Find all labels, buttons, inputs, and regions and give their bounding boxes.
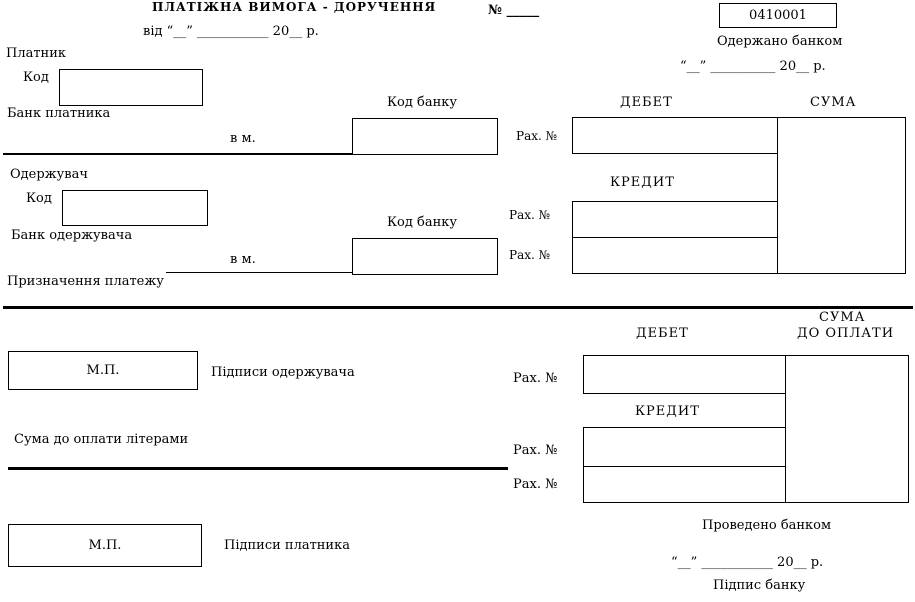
payer-title: Платник	[6, 46, 66, 61]
upper-sum-field[interactable]	[777, 117, 906, 274]
payer-code-label: Код	[23, 70, 49, 85]
payer-bank-code-field[interactable]	[352, 118, 498, 155]
stamp-box-recipient: М.П.	[8, 351, 198, 390]
lower-credit-account-field-1[interactable]	[583, 427, 786, 467]
received-date-line: “__” __________ 20__ р.	[680, 59, 826, 74]
payer-bank-label: Банк платника	[7, 106, 111, 121]
lower-account-label-2: Рах. №	[513, 443, 558, 458]
stamp-label-recipient: М.П.	[86, 363, 120, 378]
recipient-city-label: в м.	[230, 252, 256, 267]
payer-bank-line	[3, 153, 353, 155]
upper-account-label-2: Рах. №	[509, 208, 550, 222]
amount-in-words-line	[8, 467, 508, 470]
upper-debit-account-field[interactable]	[572, 117, 778, 154]
recipient-bank-label: Банк одержувача	[11, 228, 133, 243]
lower-sum-label-line2: ДО ОПЛАТИ	[797, 326, 895, 341]
stamp-label-payer: М.П.	[88, 538, 122, 553]
upper-credit-label: КРЕДИТ	[610, 175, 675, 190]
lower-sum-field[interactable]	[785, 355, 909, 503]
received-by-bank-label: Одержано банком	[717, 34, 843, 49]
upper-debit-label: ДЕБЕТ	[620, 95, 673, 110]
processed-by-bank-label: Проведено банком	[702, 518, 832, 533]
payer-bank-code-label: Код банку	[387, 95, 458, 110]
amount-in-words-label: Сума до оплати літерами	[14, 432, 189, 447]
lower-sum-label-line1: СУМА	[819, 310, 866, 325]
upper-credit-account-field-2[interactable]	[572, 237, 778, 274]
upper-account-label-1: Рах. №	[516, 129, 557, 143]
recipient-signatures-label: Підписи одержувача	[211, 365, 355, 380]
recipient-code-label: Код	[26, 191, 52, 206]
upper-credit-account-field-1[interactable]	[572, 201, 778, 238]
form-number: № _____	[488, 3, 540, 18]
form-code: 0410001	[749, 8, 807, 23]
payment-purpose-label: Призначення платежу	[7, 274, 164, 289]
upper-account-label-3: Рах. №	[509, 248, 550, 262]
stamp-box-payer: М.П.	[8, 524, 202, 567]
processed-date-line: “__” ___________ 20__ р.	[671, 555, 824, 570]
lower-credit-label: КРЕДИТ	[635, 404, 700, 419]
form-code-box: 0410001	[719, 3, 837, 28]
form-title: ПЛАТІЖНА ВИМОГА - ДОРУЧЕННЯ	[152, 0, 437, 14]
lower-credit-account-field-2[interactable]	[583, 466, 786, 503]
recipient-bank-code-field[interactable]	[352, 238, 498, 275]
recipient-code-field[interactable]	[62, 190, 208, 226]
payer-signatures-label: Підписи платника	[224, 538, 350, 553]
lower-account-label-1: Рах. №	[513, 371, 558, 386]
payer-city-label: в м.	[230, 131, 256, 146]
form-date-line: від “__” ___________ 20__ р.	[143, 24, 319, 39]
lower-debit-label: ДЕБЕТ	[636, 326, 689, 341]
recipient-bank-code-label: Код банку	[387, 215, 458, 230]
section-divider	[3, 306, 913, 309]
lower-debit-account-field[interactable]	[583, 355, 786, 394]
payer-code-field[interactable]	[59, 69, 203, 106]
recipient-bank-line	[166, 272, 353, 273]
recipient-title: Одержувач	[10, 167, 88, 182]
upper-sum-label: СУМА	[810, 95, 857, 110]
bank-signature-label: Підпис банку	[713, 578, 806, 593]
lower-account-label-3: Рах. №	[513, 477, 558, 492]
